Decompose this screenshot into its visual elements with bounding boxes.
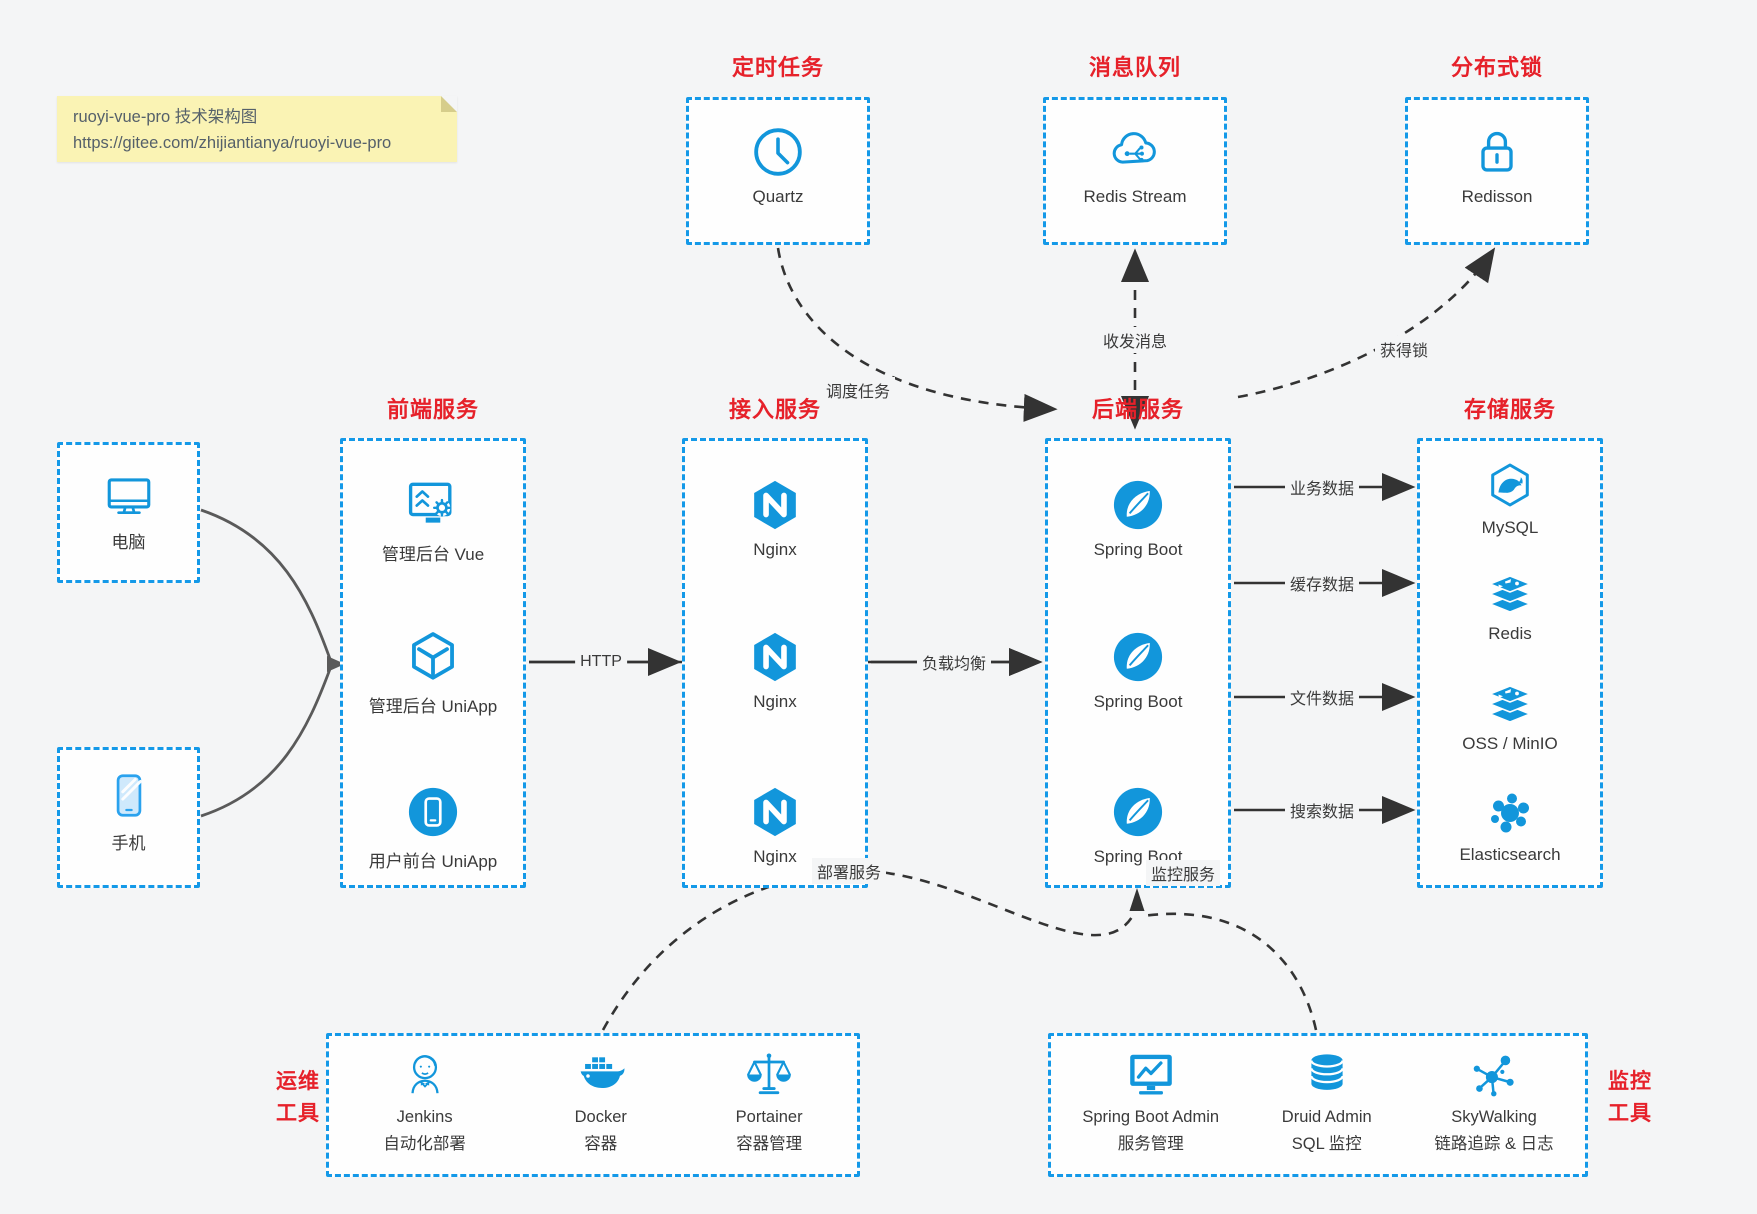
note-fold-corner	[441, 96, 457, 112]
ops-item-jenkins: Jenkins 自动化部署	[383, 1049, 466, 1156]
node-label: Redis	[1488, 624, 1532, 643]
monitoring-item-druid: Druid Admin SQL 监控	[1282, 1049, 1372, 1156]
group-title-storage: 存储服务	[1463, 397, 1556, 422]
tool-desc: 服务管理	[1117, 1135, 1184, 1154]
box-monitoring-tools: Spring Boot Admin 服务管理 Druid Admin SQL 监…	[1048, 1033, 1588, 1177]
node-label: 手机	[111, 834, 146, 853]
box-redis-stream: Redis Stream	[1043, 97, 1227, 245]
tool-name: Jenkins	[396, 1108, 453, 1126]
box-quartz: Quartz	[686, 97, 870, 245]
node-label: 用户前台 UniApp	[368, 852, 498, 871]
ops-title-line2: 工具	[276, 1101, 320, 1125]
node-label: Quartz	[752, 187, 804, 206]
jenkins-icon	[399, 1049, 451, 1101]
edge-label-search-data: 搜索数据	[1284, 797, 1360, 823]
node-label: MySQL	[1481, 518, 1539, 537]
clock-icon	[750, 124, 806, 180]
box-mobile-client: 手机	[57, 747, 200, 888]
nginx-icon	[747, 784, 803, 840]
box-frontend-services: 管理后台 Vue 管理后台 UniApp 用户前台 UniApp	[340, 438, 526, 888]
edge-label-cache-data: 缓存数据	[1284, 570, 1360, 596]
group-title-scheduled-task: 定时任务	[731, 55, 824, 80]
group-title-gateway: 接入服务	[728, 397, 821, 422]
group-title-backend: 后端服务	[1091, 397, 1184, 422]
node-label: Spring Boot	[1093, 540, 1183, 559]
note-url: https://gitee.com/zhijiantianya/ruoyi-vu…	[73, 134, 392, 153]
box-backend-services: Spring Boot Spring Boot Spring Boot	[1045, 438, 1231, 888]
tool-desc: 链路追踪 & 日志	[1434, 1135, 1554, 1154]
tool-name: Druid Admin	[1281, 1108, 1372, 1126]
nginx-icon	[747, 477, 803, 533]
monitoring-title-line2: 工具	[1608, 1101, 1652, 1125]
group-title-message-queue: 消息队列	[1088, 55, 1181, 80]
database-cylinder-icon	[1301, 1049, 1353, 1101]
box-redisson: Redisson	[1405, 97, 1589, 245]
edge-label-monitor-service: 监控服务	[1145, 860, 1221, 886]
box-ops-tools: Jenkins 自动化部署 Docker 容器 Portainer 容器管理	[326, 1033, 860, 1177]
edge-label-send-receive-message: 收发消息	[1097, 327, 1173, 353]
edge-label-acquire-lock: 获得锁	[1374, 336, 1434, 362]
node-label: Nginx	[753, 692, 797, 711]
monitoring-item-skywalking: SkyWalking 链路追踪 & 日志	[1434, 1049, 1554, 1156]
edge-label-schedule-task: 调度任务	[820, 377, 896, 403]
tool-desc: SQL 监控	[1291, 1135, 1362, 1154]
admin-screen-gear-icon	[405, 477, 461, 533]
edge-label-business-data: 业务数据	[1284, 474, 1360, 500]
group-title-distributed-lock: 分布式锁	[1450, 55, 1543, 80]
edge-label-load-balance: 负载均衡	[916, 649, 992, 675]
group-title-ops-tools: 运维 工具	[245, 1066, 320, 1129]
node-label: 管理后台 UniApp	[368, 697, 498, 716]
docker-whale-icon	[575, 1049, 627, 1101]
smartphone-icon	[103, 770, 155, 822]
cloud-stream-icon	[1107, 124, 1163, 180]
uniapp-cube-icon	[405, 629, 461, 685]
redis-stack-icon	[1485, 567, 1535, 617]
mobile-app-circle-icon	[405, 784, 461, 840]
node-label: Nginx	[753, 847, 797, 866]
elasticsearch-icon	[1485, 788, 1535, 838]
node-label: 管理后台 Vue	[381, 545, 485, 564]
monitoring-title-line1: 监控	[1608, 1070, 1652, 1093]
monitor-chart-icon	[1125, 1049, 1177, 1101]
tool-desc: 容器管理	[736, 1135, 803, 1154]
node-label: Spring Boot	[1093, 692, 1183, 711]
spring-boot-icon	[1110, 784, 1166, 840]
note-title: ruoyi-vue-pro 技术架构图	[73, 108, 258, 126]
storage-stack-icon	[1485, 677, 1535, 727]
desktop-icon	[103, 469, 155, 521]
spring-boot-icon	[1110, 629, 1166, 685]
group-title-monitoring-tools: 监控 工具	[1608, 1066, 1688, 1129]
ops-item-docker: Docker 容器	[575, 1049, 627, 1156]
box-storage-services: MySQL Redis OSS / MinIO Elasticsearch	[1417, 438, 1603, 888]
group-title-frontend: 前端服务	[386, 397, 479, 422]
nginx-icon	[747, 629, 803, 685]
lock-icon	[1469, 124, 1525, 180]
node-label: Elasticsearch	[1459, 845, 1561, 864]
box-pc-client: 电脑	[57, 442, 200, 583]
node-label: Redisson	[1461, 187, 1533, 206]
ops-title-line1: 运维	[276, 1070, 320, 1093]
edge-label-file-data: 文件数据	[1284, 684, 1360, 710]
mysql-icon	[1485, 461, 1535, 511]
spring-boot-icon	[1110, 477, 1166, 533]
box-gateway-services: Nginx Nginx Nginx	[682, 438, 868, 888]
tool-desc: 容器	[584, 1135, 618, 1154]
node-label: 电脑	[111, 533, 146, 552]
node-label: Nginx	[753, 540, 797, 559]
edge-label-deploy-service: 部署服务	[811, 858, 887, 884]
skywalking-node-graph-icon	[1468, 1049, 1520, 1101]
node-label: Redis Stream	[1083, 187, 1187, 206]
node-label: OSS / MinIO	[1462, 734, 1558, 753]
monitoring-item-spring-boot-admin: Spring Boot Admin 服务管理	[1082, 1049, 1219, 1156]
tool-name: SkyWalking	[1451, 1108, 1537, 1126]
tool-desc: 自动化部署	[383, 1135, 466, 1154]
edge-label-http: HTTP	[575, 652, 627, 672]
tool-name: Portainer	[735, 1108, 803, 1126]
portainer-scales-icon	[743, 1049, 795, 1101]
ops-item-portainer: Portainer 容器管理	[736, 1049, 803, 1156]
tool-name: Docker	[574, 1108, 627, 1126]
sticky-note: ruoyi-vue-pro 技术架构图 https://gitee.com/zh…	[57, 96, 457, 162]
tool-name: Spring Boot Admin	[1082, 1108, 1220, 1126]
